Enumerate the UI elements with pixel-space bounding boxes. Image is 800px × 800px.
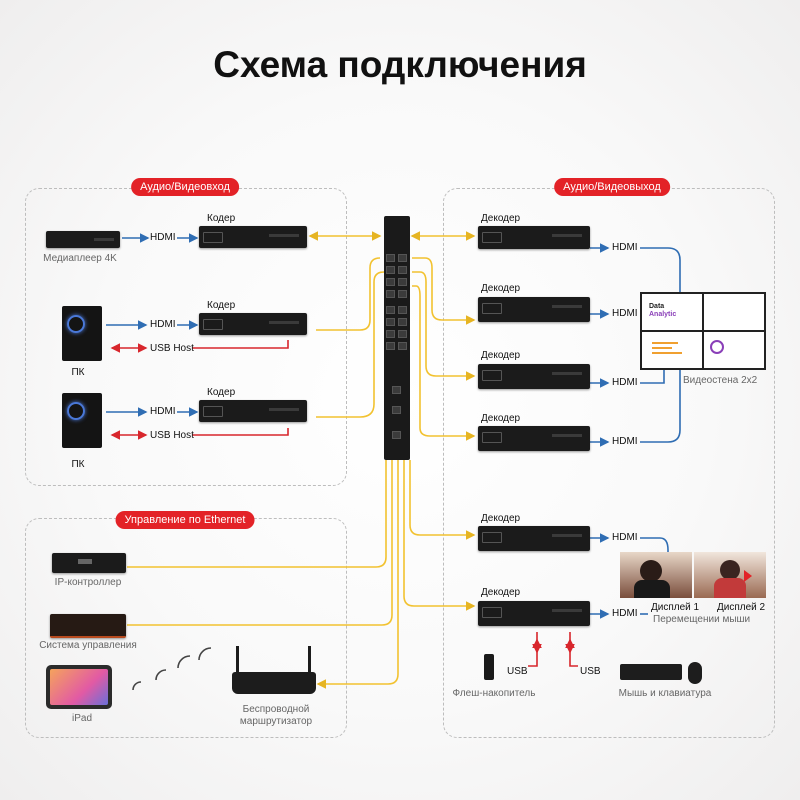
decoder-device — [478, 426, 590, 451]
flash-drive-icon — [484, 654, 494, 680]
videowall-label: Видеостена 2x2 — [683, 375, 758, 386]
screen-data-title: Data — [649, 303, 665, 310]
usb-host-label: USB Host — [150, 430, 194, 441]
router-label-line2: маршрутизатор — [239, 716, 313, 727]
control-system-icon — [50, 614, 126, 638]
media-player-icon — [46, 231, 120, 248]
mouse-move-label: Перемещении мыши — [653, 614, 751, 625]
hdmi-label: HDMI — [612, 532, 638, 543]
hdmi-label: HDMI — [150, 406, 176, 417]
router-antenna — [308, 646, 311, 676]
hdmi-label: HDMI — [612, 608, 638, 619]
ipad-icon — [46, 665, 112, 709]
input-section-label: Аудио/Видеовход — [131, 178, 239, 196]
hdmi-label: HDMI — [612, 377, 638, 388]
hdmi-label: HDMI — [150, 319, 176, 330]
screen-data-subtitle: Analytic — [649, 311, 677, 318]
decoder-label: Декодер — [481, 513, 521, 524]
encoder-device — [199, 226, 307, 248]
control-section-label: Управление по Ethernet — [115, 511, 255, 529]
mouse-keyboard-label: Мышь и клавиатура — [618, 688, 712, 699]
pc-label-1: ПК — [71, 367, 85, 378]
network-switch — [384, 216, 410, 460]
display-2-label: Дисплей 2 — [717, 602, 766, 613]
encoder-label: Кодер — [207, 387, 236, 398]
decoder-label: Декодер — [481, 587, 521, 598]
encoder-device — [199, 313, 307, 335]
pc-tower-icon — [62, 306, 102, 361]
hdmi-label: HDMI — [612, 242, 638, 253]
ipad-label: iPad — [71, 713, 93, 724]
usb-host-label: USB Host — [150, 343, 194, 354]
usb-label: USB — [580, 666, 601, 677]
keyboard-icon — [620, 664, 682, 680]
flash-drive-label: Флеш-накопитель — [452, 688, 536, 699]
router-icon — [232, 672, 316, 694]
router-antenna — [236, 646, 239, 676]
decoder-device — [478, 297, 590, 322]
display-1-screen — [620, 552, 692, 598]
hdmi-label: HDMI — [612, 308, 638, 319]
display-1-label: Дисплей 1 — [651, 602, 700, 613]
decoder-label: Декодер — [481, 350, 521, 361]
ip-controller-label: IP-контроллер — [54, 577, 122, 588]
pc-label-2: ПК — [71, 459, 85, 470]
encoder-label: Кодер — [207, 300, 236, 311]
hdmi-label: HDMI — [612, 436, 638, 447]
media-player-label: Медиаплеер 4K — [43, 253, 117, 264]
encoder-device — [199, 400, 307, 422]
decoder-device — [478, 526, 590, 551]
decoder-device — [478, 364, 590, 389]
decoder-label: Декодер — [481, 213, 521, 224]
usb-label: USB — [507, 666, 528, 677]
diagram-title: Схема подключения — [213, 44, 587, 85]
mouse-icon — [688, 662, 702, 684]
pc-tower-icon — [62, 393, 102, 448]
decoder-label: Декодер — [481, 413, 521, 424]
decoder-device — [478, 601, 590, 626]
router-label-line1: Беспроводной — [242, 704, 310, 715]
encoder-label: Кодер — [207, 213, 236, 224]
videowall-screen: Data Analytic — [640, 292, 766, 370]
hdmi-label: HDMI — [150, 232, 176, 243]
decoder-device — [478, 226, 590, 249]
ip-controller-icon — [52, 553, 126, 573]
output-section-label: Аудио/Видеовыход — [554, 178, 670, 196]
decoder-label: Декодер — [481, 283, 521, 294]
control-system-label: Система управления — [39, 640, 137, 651]
display-2-screen — [694, 552, 766, 598]
